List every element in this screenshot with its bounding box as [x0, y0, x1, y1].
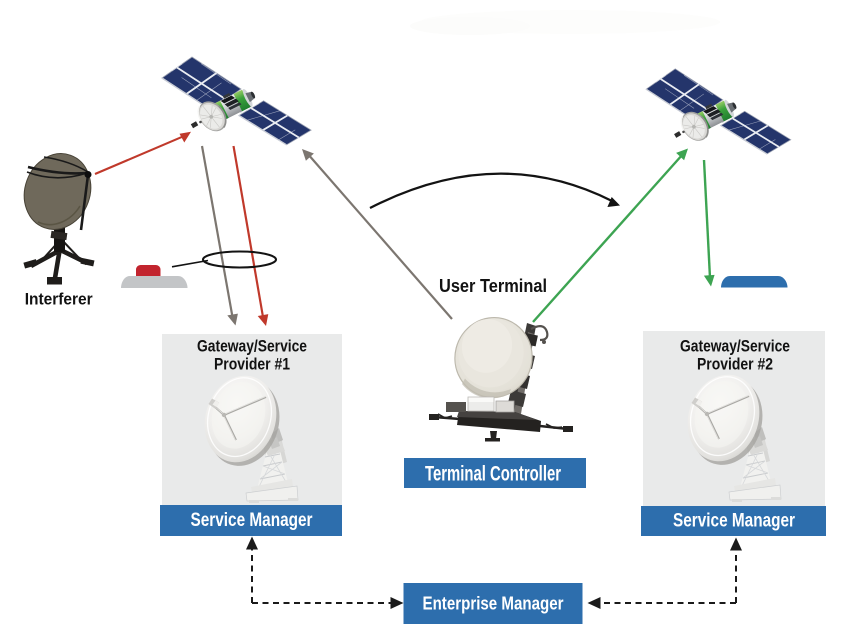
svg-text:Enterprise Manager: Enterprise Manager [423, 593, 564, 614]
svg-text:User Terminal: User Terminal [439, 275, 547, 296]
svg-text:Provider #2: Provider #2 [697, 355, 773, 374]
svg-text:Gateway/Service: Gateway/Service [680, 337, 790, 356]
svg-text:Interferer: Interferer [25, 290, 94, 308]
svg-text:Service Manager: Service Manager [191, 510, 313, 531]
svg-text:Service Manager: Service Manager [673, 511, 795, 532]
svg-text:Provider #1: Provider #1 [214, 355, 290, 374]
svg-text:Terminal Controller: Terminal Controller [425, 463, 561, 486]
svg-text:Gateway/Service: Gateway/Service [197, 337, 307, 356]
